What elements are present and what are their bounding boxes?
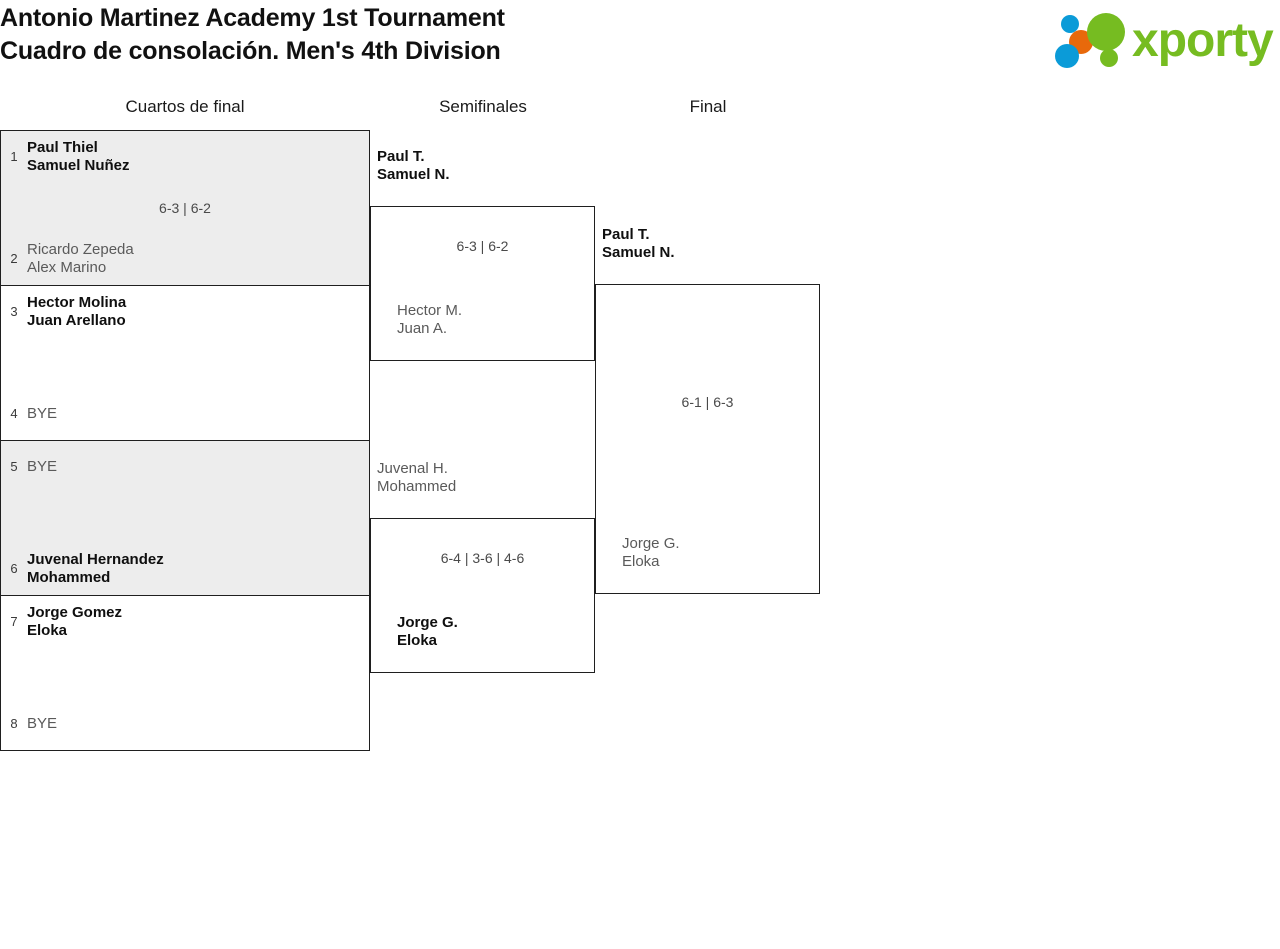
player-name-2: Samuel Nuñez <box>27 157 130 174</box>
round-header-semifinals: Semifinales <box>439 97 527 116</box>
match-slot-bottom[interactable]: 8 BYE <box>1 715 369 733</box>
match-semifinal-2[interactable]: 6-4 | 3-6 | 4-6 · Jorge G. Eloka <box>370 518 595 673</box>
player-names: BYE <box>27 405 369 423</box>
match-slot-bottom[interactable]: · Jorge G. Eloka <box>371 614 594 650</box>
logo-dot-blue-small <box>1061 15 1079 33</box>
player-names: Jorge G. Eloka <box>622 535 819 571</box>
match-slot-top[interactable]: 5 BYE <box>1 458 369 476</box>
match-quarterfinal-2[interactable]: 3 Hector Molina Juan Arellano 4 BYE <box>0 285 370 441</box>
player-name-1: BYE <box>27 458 58 475</box>
player-name-2: Eloka <box>27 622 68 639</box>
semifinal-2-slot-top[interactable]: Juvenal H. Mohammed <box>377 460 456 496</box>
player-names: Paul Thiel Samuel Nuñez <box>27 139 369 175</box>
seed-number: 2 <box>10 251 18 266</box>
player-name-2: Alex Marino <box>27 259 107 276</box>
logo-dot-green-large <box>1087 13 1125 51</box>
player-name-1: Jorge Gomez <box>27 604 123 621</box>
final-slot-top[interactable]: Paul T. Samuel N. <box>602 226 675 262</box>
player-name-2: Mohammed <box>377 478 457 495</box>
match-slot-bottom[interactable]: · Jorge G. Eloka <box>596 535 819 571</box>
seed-number: 6 <box>10 561 18 576</box>
match-score: 6-1 | 6-3 <box>681 394 734 410</box>
player-names: BYE <box>27 458 369 476</box>
player-name-1: Hector M. <box>397 302 463 319</box>
player-names: Ricardo Zepeda Alex Marino <box>27 241 369 277</box>
seed-number: 5 <box>10 459 18 474</box>
tournament-title-line-2: Cuadro de consolación. Men's 4th Divisio… <box>0 37 501 65</box>
match-slot-bottom[interactable]: 4 BYE <box>1 405 369 423</box>
logo-dot-green-small <box>1100 49 1118 67</box>
logo-wordmark: xporty <box>1132 14 1274 67</box>
seed-number: · <box>371 614 397 641</box>
player-name-1: Ricardo Zepeda <box>27 241 134 258</box>
match-quarterfinal-4[interactable]: 7 Jorge Gomez Eloka 8 BYE <box>0 595 370 751</box>
player-name-2: Juan Arellano <box>27 312 126 329</box>
match-slot-top[interactable]: 3 Hector Molina Juan Arellano <box>1 294 369 330</box>
player-name-1: Juvenal H. <box>377 460 448 477</box>
page-title: Antonio Martinez Academy 1st Tournament … <box>0 2 1000 68</box>
player-names: Hector Molina Juan Arellano <box>27 294 369 330</box>
player-name-1: Paul T. <box>602 226 650 243</box>
player-name-1: Hector Molina <box>27 294 127 311</box>
seed-number: 8 <box>10 716 18 731</box>
seed-number: · <box>371 302 397 329</box>
round-header-quarterfinals: Cuartos de final <box>125 97 245 116</box>
player-name-1: Paul Thiel <box>27 139 98 156</box>
match-slot-bottom[interactable]: 2 Ricardo Zepeda Alex Marino <box>1 241 369 277</box>
match-score: 6-3 | 6-2 <box>456 238 509 254</box>
player-names: BYE <box>27 715 369 733</box>
seed-number: 3 <box>10 304 18 319</box>
player-name-2: Samuel N. <box>602 244 675 261</box>
player-names: Juvenal Hernandez Mohammed <box>27 551 369 587</box>
player-name-1: BYE <box>27 715 58 732</box>
semifinal-1-slot-top[interactable]: Paul T. Samuel N. <box>377 148 450 184</box>
player-name-2: Juan A. <box>397 320 448 337</box>
match-semifinal-1[interactable]: 6-3 | 6-2 · Hector M. Juan A. <box>370 206 595 361</box>
xporty-logo[interactable]: xporty <box>1044 6 1274 68</box>
logo-dot-blue-large <box>1055 44 1079 68</box>
player-names: Hector M. Juan A. <box>397 302 594 338</box>
seed-number: 4 <box>10 406 18 421</box>
match-quarterfinal-3[interactable]: 5 BYE 6 Juvenal Hernandez Mohammed <box>0 440 370 596</box>
match-slot-bottom[interactable]: · Hector M. Juan A. <box>371 302 594 338</box>
match-score: 6-3 | 6-2 <box>159 200 211 216</box>
player-name-2: Samuel N. <box>377 166 450 183</box>
player-name-1: BYE <box>27 405 58 422</box>
round-header-final: Final <box>689 97 727 116</box>
round-headers: Cuartos de final Semifinales Final <box>0 96 1280 120</box>
page-header: Antonio Martinez Academy 1st Tournament … <box>0 0 1280 80</box>
player-names: Jorge Gomez Eloka <box>27 604 369 640</box>
player-name-2: Eloka <box>622 553 660 570</box>
match-slot-top[interactable]: 7 Jorge Gomez Eloka <box>1 604 369 640</box>
match-quarterfinal-1[interactable]: 1 Paul Thiel Samuel Nuñez 6-3 | 6-2 2 Ri… <box>0 130 370 286</box>
player-name-1: Jorge G. <box>397 614 458 631</box>
seed-number: 7 <box>10 614 18 629</box>
seed-number: 1 <box>10 149 18 164</box>
tournament-title-line-1: Antonio Martinez Academy 1st Tournament <box>0 4 505 32</box>
match-score: 6-4 | 3-6 | 4-6 <box>440 550 525 566</box>
player-names: Jorge G. Eloka <box>397 614 594 650</box>
match-final[interactable]: 6-1 | 6-3 · Jorge G. Eloka <box>595 284 820 594</box>
player-name-2: Mohammed <box>27 569 111 586</box>
seed-number: · <box>596 535 622 562</box>
player-name-1: Paul T. <box>377 148 425 165</box>
player-name-1: Juvenal Hernandez <box>27 551 164 568</box>
player-name-1: Jorge G. <box>622 535 680 552</box>
match-slot-bottom[interactable]: 6 Juvenal Hernandez Mohammed <box>1 551 369 587</box>
match-slot-top[interactable]: 1 Paul Thiel Samuel Nuñez <box>1 139 369 175</box>
player-name-2: Eloka <box>397 632 438 649</box>
